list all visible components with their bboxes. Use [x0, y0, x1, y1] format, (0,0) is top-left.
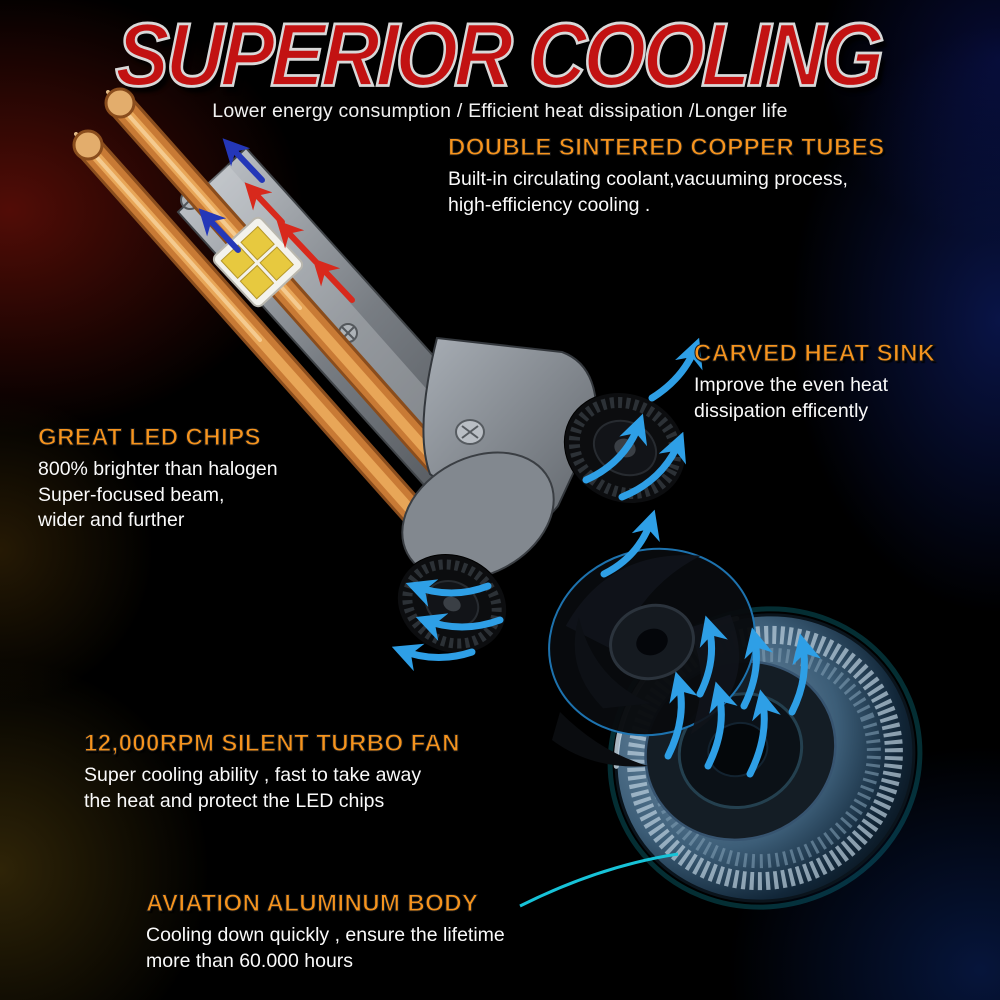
airflow-arrows [391, 337, 822, 778]
airflow-arrow-icon [746, 689, 781, 778]
callout-body: 800% brighter than halogen Super-focused… [38, 458, 278, 532]
airflow-arrow-icon [664, 671, 698, 760]
airflow-arrow-icon [704, 681, 738, 770]
cool-arrow-icon [222, 138, 265, 183]
callout-copper-tubes: DOUBLE SINTERED COPPER TUBES Built-in ci… [448, 134, 938, 218]
fan-blade-tip [552, 712, 648, 767]
callout-heading: AVIATION ALUMINUM BODY [146, 890, 479, 918]
mounting-bracket [401, 336, 598, 581]
airflow-arrow-icon [600, 509, 660, 578]
connector-line [519, 852, 679, 908]
airflow-arrow-icon [696, 615, 728, 698]
airflow-arrow-icon [415, 613, 504, 641]
airflow-arrow-icon [582, 413, 648, 484]
cool-arrow-icon [198, 208, 241, 253]
airflow-arrow-icon [788, 633, 822, 716]
callout-turbo-fan: 12,000RPM SILENT TURBO FAN Super cooling… [84, 730, 524, 814]
heat-arrow-icon [276, 220, 319, 265]
airflow-arrow-icon [391, 643, 476, 672]
page-title: SUPERIOR COOLING [113, 4, 884, 106]
page-subtitle: Lower energy consumption / Efficient hea… [212, 100, 788, 122]
callout-heading: DOUBLE SINTERED COPPER TUBES [448, 134, 885, 162]
airflow-arrow-icon [405, 579, 492, 607]
callout-led-chips: GREAT LED CHIPS 800% brighter than halog… [38, 424, 358, 534]
callout-heading: GREAT LED CHIPS [38, 424, 262, 452]
callout-heat-sink: CARVED HEAT SINK Improve the even heat d… [694, 340, 974, 424]
heat-arrow-icon [312, 258, 355, 303]
airflow-arrow-icon [618, 431, 686, 501]
heat-arrows [198, 138, 355, 303]
heat-arrow-icon [244, 182, 285, 225]
callout-heading: 12,000RPM SILENT TURBO FAN [84, 730, 460, 758]
callout-body: Built-in circulating coolant,vacuuming p… [448, 168, 848, 216]
copper-tubes [72, 87, 466, 556]
callout-body: Super cooling ability , fast to take awa… [84, 764, 422, 812]
airflow-arrow-icon [740, 627, 774, 710]
callout-aluminum-body: AVIATION ALUMINUM BODY Cooling down quic… [146, 890, 606, 974]
callout-heading: CARVED HEAT SINK [694, 340, 936, 368]
callout-body: Improve the even heat dissipation effice… [694, 374, 889, 422]
callout-body: Cooling down quickly , ensure the lifeti… [146, 924, 505, 972]
airflow-arrow-icon [648, 337, 703, 402]
